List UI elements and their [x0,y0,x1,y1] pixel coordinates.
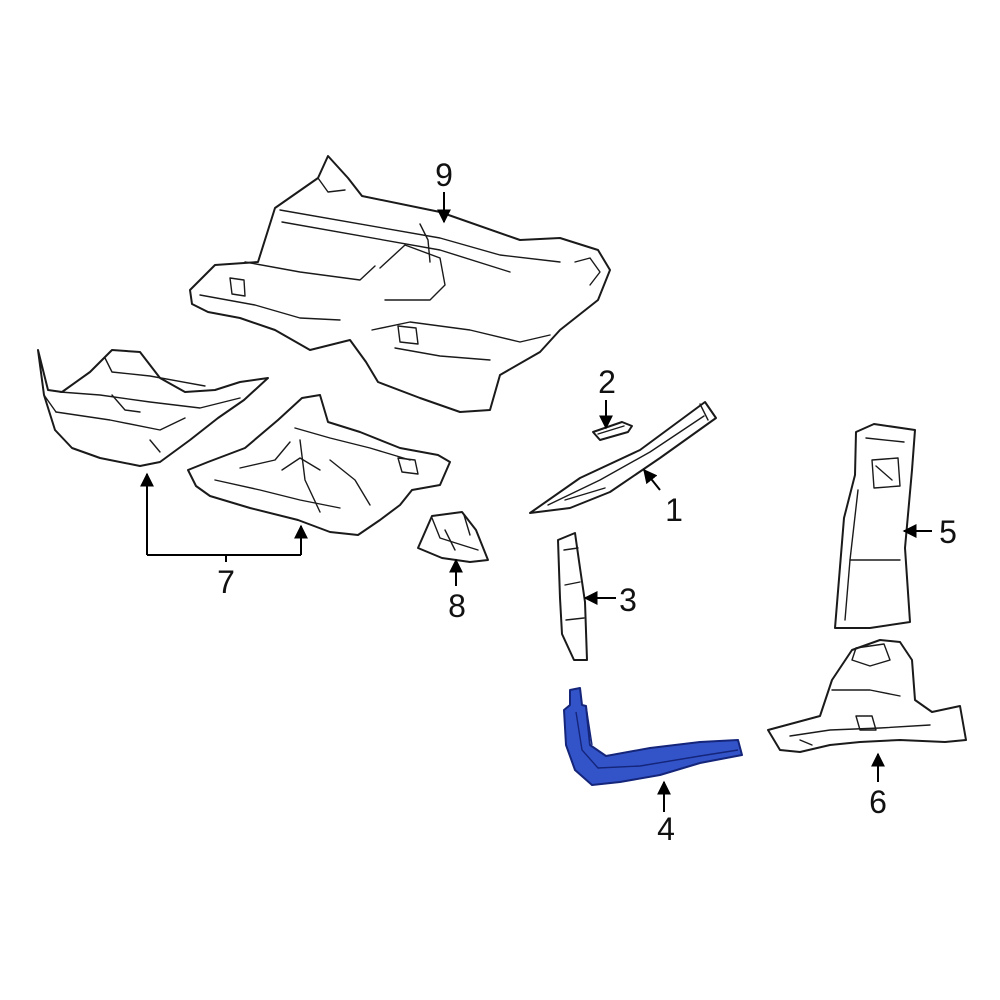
part-8-bracket[interactable] [417,511,489,563]
callouts: 9 2 1 3 5 4 6 8 7 [217,157,957,847]
callout-7: 7 [217,564,235,600]
callout-5: 5 [939,514,957,550]
callout-2: 2 [598,364,616,400]
part-2-clip[interactable] [592,421,633,441]
callout-9: 9 [435,157,453,193]
part-5-b-pillar-trim[interactable] [834,423,916,629]
part-7-front-carpet-right[interactable] [187,394,451,536]
part-7-front-carpet-left[interactable] [37,349,269,467]
part-6-lower-trim[interactable] [767,639,967,753]
callout-6: 6 [869,784,887,820]
leader-1 [643,468,661,491]
part-3-pillar-trim[interactable] [557,532,588,661]
part-4-sill-plate-highlighted[interactable] [563,687,743,786]
callout-4: 4 [657,811,675,847]
part-9-rear-carpet[interactable] [189,155,611,413]
leader-lines [140,192,932,812]
callout-3: 3 [619,582,637,618]
callout-1: 1 [665,492,683,528]
callout-8: 8 [448,588,466,624]
part-1-trim-panel[interactable] [529,401,717,514]
